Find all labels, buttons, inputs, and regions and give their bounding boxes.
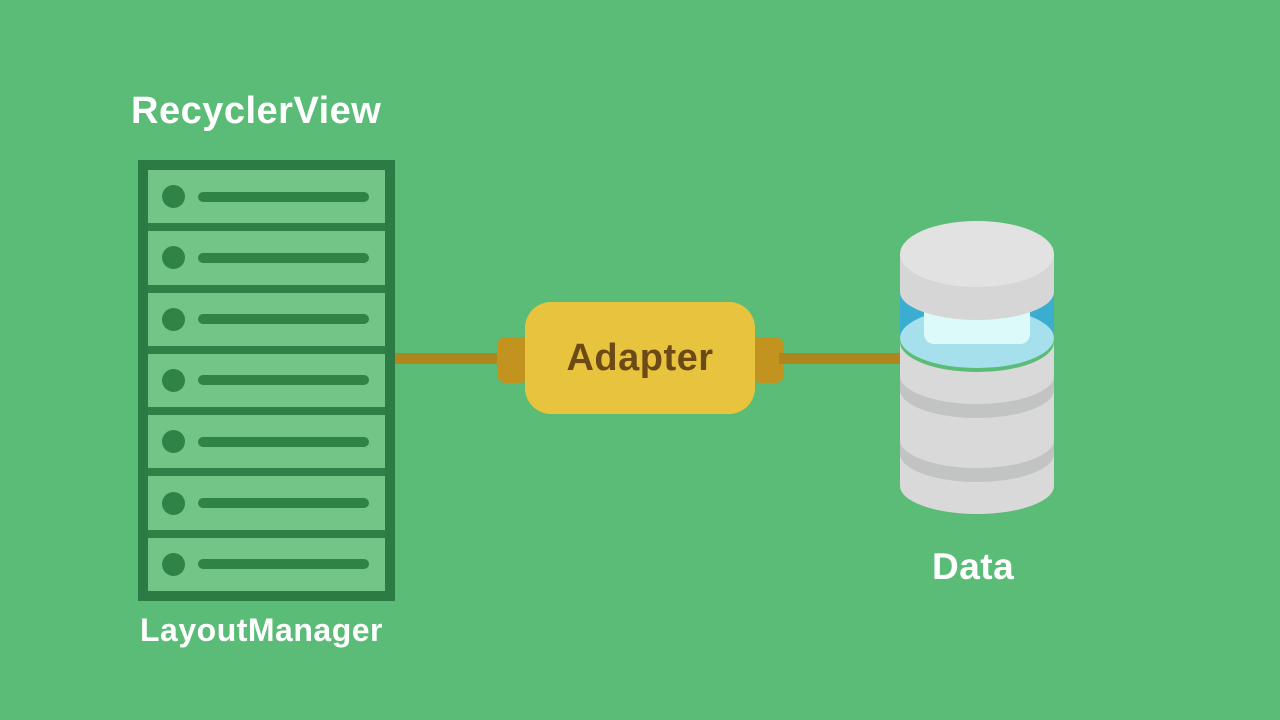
- row-text-line: [198, 375, 369, 386]
- database-band: [900, 440, 1054, 482]
- row-divider: [148, 407, 385, 416]
- connector-plug-right: [752, 337, 784, 383]
- connector-line-right: [779, 353, 903, 364]
- recyclerview-title: RecyclerView: [131, 90, 382, 132]
- row-text-line: [198, 252, 369, 263]
- row-bullet-icon: [162, 185, 185, 209]
- row-text-line: [198, 314, 369, 325]
- row-bullet-icon: [162, 307, 185, 331]
- list-row: [148, 538, 385, 591]
- recyclerview-list: [138, 160, 395, 601]
- data-label: Data: [932, 546, 1015, 587]
- row-divider: [148, 284, 385, 293]
- row-bullet-icon: [162, 430, 185, 454]
- row-text-line: [198, 559, 369, 570]
- list-row: [148, 415, 385, 468]
- row-text-line: [198, 498, 369, 509]
- row-text-line: [198, 436, 369, 447]
- list-row: [148, 476, 385, 529]
- row-divider: [148, 345, 385, 354]
- row-divider: [148, 468, 385, 477]
- connector-line-left: [395, 353, 511, 364]
- database-cap-top: [900, 221, 1054, 287]
- row-divider: [148, 223, 385, 232]
- list-row: [148, 293, 385, 346]
- adapter-box: Adapter: [525, 302, 755, 414]
- row-text-line: [198, 191, 369, 202]
- connector-plug-left: [497, 337, 529, 383]
- list-row: [148, 231, 385, 284]
- adapter-label: Adapter: [566, 336, 714, 379]
- row-bullet-icon: [162, 491, 185, 515]
- row-bullet-icon: [162, 246, 185, 270]
- row-divider: [148, 529, 385, 538]
- list-row: [148, 354, 385, 407]
- list-row: [148, 170, 385, 223]
- row-bullet-icon: [162, 552, 185, 576]
- database-icon: [900, 221, 1054, 514]
- layoutmanager-label: LayoutManager: [140, 612, 383, 648]
- row-bullet-icon: [162, 368, 185, 392]
- database-band: [900, 376, 1054, 418]
